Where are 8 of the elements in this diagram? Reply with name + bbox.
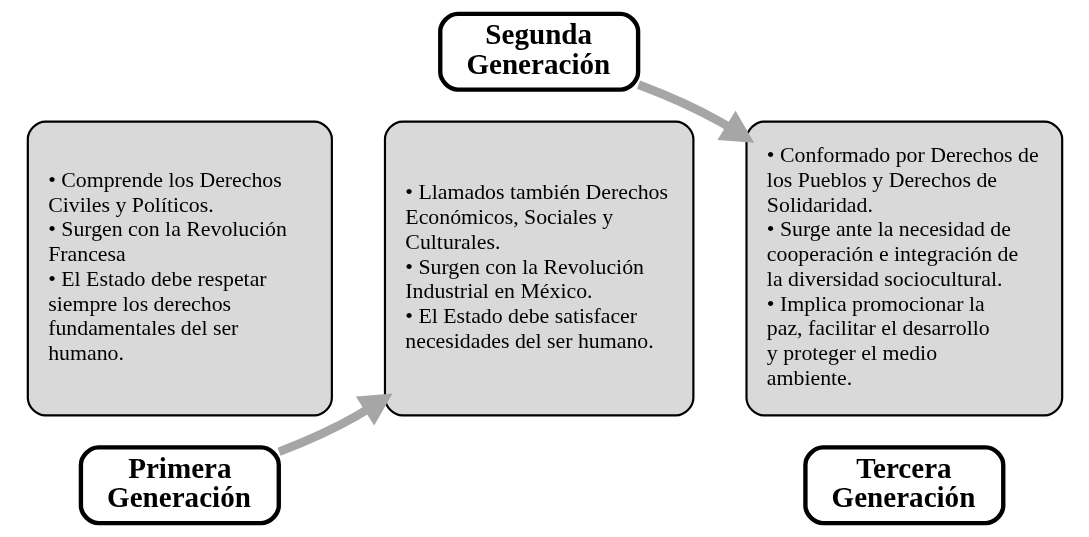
node-box: • Llamados también Derechos Económicos, Sociales y Culturales. • Surgen con la Revolución Industrial en México. • El Estado debe satisfacer necesidades del ser humano.: [383, 120, 694, 417]
node-box: • Conformado por Derechos de los Pueblos y Derechos de Solidaridad. • Surge ante la necesidad de cooperación e integración de la diversidad sociocultural. • Implica promocionar la paz, facilitar el desarrollo y proteger el medio ambiente.: [744, 120, 1063, 417]
arrow: [276, 393, 393, 456]
arrow: [636, 80, 754, 143]
node-box: • Comprende los Derechos Civiles y Políticos. • Surgen con la Revolución Francesa • El Estado debe respetar siempre los derechos fundamentales del ser humano.: [26, 120, 333, 417]
node-box: Segunda Generación: [437, 11, 640, 92]
node-box: Tercera Generación: [802, 445, 1005, 526]
node-box: Primera Generación: [78, 445, 281, 526]
